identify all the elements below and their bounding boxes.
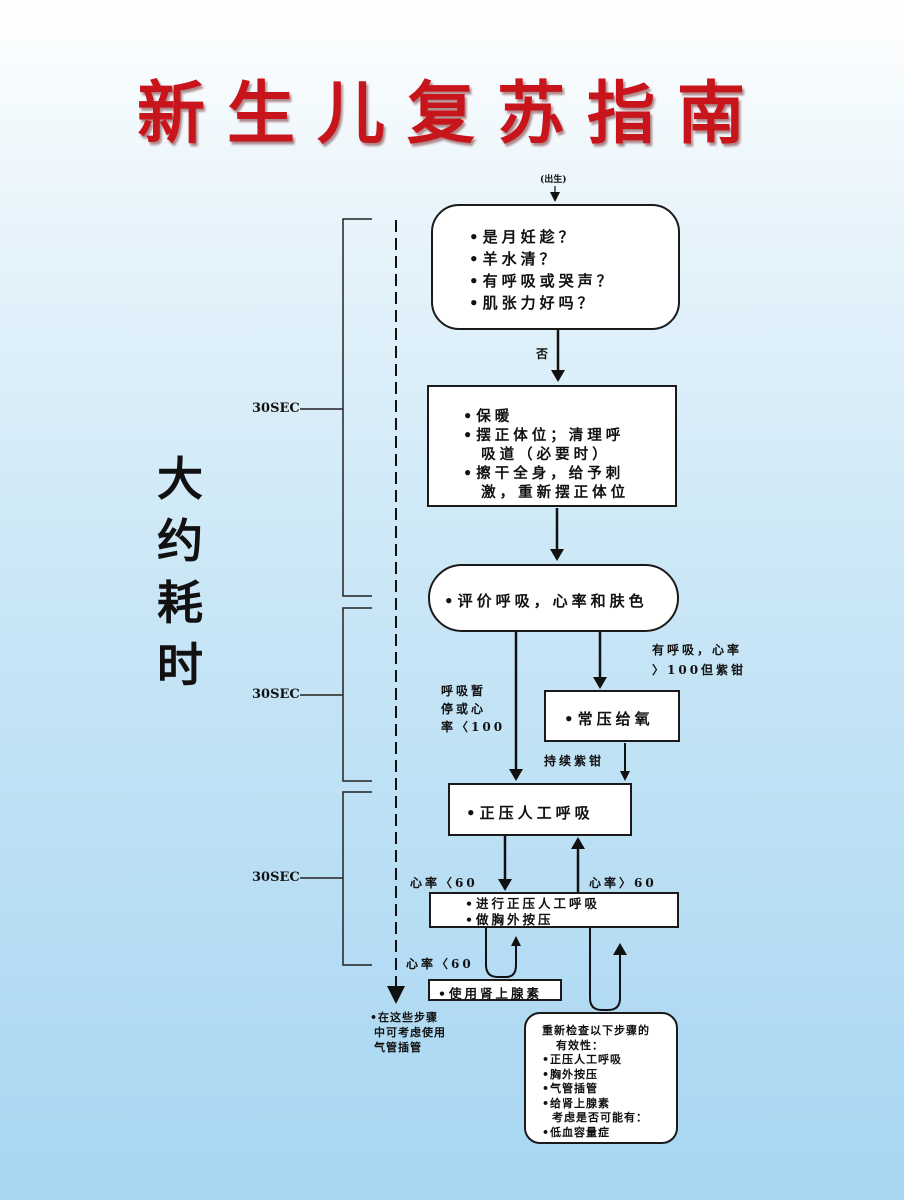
recheck-line: 考虑是否可能有： [552,1111,648,1124]
recheck-line: 有效性： [556,1038,604,1052]
side-label-char: 耗 [157,576,203,630]
initial-steps-box: •保暖 •摆正体位；清理呼 吸道（必要时） •擦干全身，给予刺 激，重新摆正体位 [427,385,677,507]
label-no: 否 [536,347,552,361]
time-mark-2: 30SEC [252,687,300,702]
label-hr-lt60-a: 心率〈60 [410,876,478,890]
initial-assessment-box: •是月妊趁？ •羊水清？ •有呼吸或哭声？ •肌张力好吗？ [431,204,680,330]
time-mark-3: 30SEC [252,870,300,885]
recheck-line: •气管插管 [542,1082,599,1095]
side-label-char: 时 [157,638,203,692]
compression-step: •做胸外按压 [465,912,554,927]
ppv-compression-box: •进行正压人工呼吸 •做胸外按压 [429,892,679,928]
birth-label: (出生) [540,175,567,185]
label-line: 率〈100 [441,720,506,734]
recheck-line: •胸外按压 [542,1067,599,1081]
recheck-line: •正压人工呼吸 [542,1053,623,1066]
initial-step: •擦干全身，给予刺 [463,465,625,482]
assessment-question: •肌张力好吗？ [469,294,597,312]
initial-step: 激，重新摆正体位 [463,484,630,501]
loop-cc-to-recheck [589,928,627,1011]
assessment-question: •是月妊趁？ [469,228,578,246]
ppv-text: •正压人工呼吸 [466,804,594,822]
compression-step: •进行正压人工呼吸 [465,896,600,911]
approximate-time-label: 大 约 耗 时 [150,448,210,696]
recheck-line: 重新检查以下步骤的 [542,1024,650,1037]
page-title: 新生儿复苏指南 [136,74,767,154]
ppv-box: •正压人工呼吸 [448,783,632,836]
label-line: 停或心 [441,702,487,716]
epinephrine-text: •使用肾上腺素 [438,986,542,1001]
label-line: 〉100但紫钳 [652,663,747,677]
assessment-question: •有呼吸或哭声？ [469,272,616,290]
oxygen-text: •常压给氧 [564,710,654,728]
side-label-char: 约 [157,514,203,568]
time-bracket-3 [300,791,372,966]
evaluate-text: •评价呼吸，心率和肤色 [444,592,648,610]
timeline-arrowhead [387,986,405,1004]
intubation-note: •在这些步骤 中可考虑使用 气管插管 [370,1010,446,1055]
recheck-line: •给肾上腺素 [542,1096,611,1110]
initial-step: •摆正体位；清理呼 [463,427,625,444]
time-bracket-2 [300,607,372,782]
note-line: 中可考虑使用 [374,1026,446,1039]
label-breathing-cyanosis: 有呼吸，心率 〉100但紫钳 [652,640,746,680]
note-line: •在这些步骤 [370,1011,439,1024]
time-bracket-1 [300,218,372,597]
label-line: 有呼吸，心率 [652,643,743,657]
loop-epinephrine-to-cc [485,928,521,978]
label-apnea: 呼吸暂 停或心 率〈100 [441,682,505,736]
label-line: 呼吸暂 [441,684,487,698]
label-hr-lt60-b: 心率〈60 [406,957,474,971]
initial-step: 吸道（必要时） [463,446,611,463]
recheck-box: 重新检查以下步骤的 有效性： •正压人工呼吸 •胸外按压 •气管插管 •给肾上腺… [524,1012,678,1144]
label-hr-gt60: 心率〉60 [589,876,657,890]
evaluate-box: •评价呼吸，心率和肤色 [428,564,679,632]
time-mark-1: 30SEC [252,401,300,416]
assessment-question: •羊水清？ [469,250,559,268]
recheck-line: •低血容量症 [542,1125,611,1139]
initial-step: •保暖 [463,408,514,425]
oxygen-box: •常压给氧 [544,690,680,742]
note-line: 气管插管 [374,1041,422,1054]
side-label-char: 大 [157,452,203,506]
epinephrine-box: •使用肾上腺素 [428,979,562,1001]
label-persistent-cyanosis: 持续紫钳 [544,754,605,768]
